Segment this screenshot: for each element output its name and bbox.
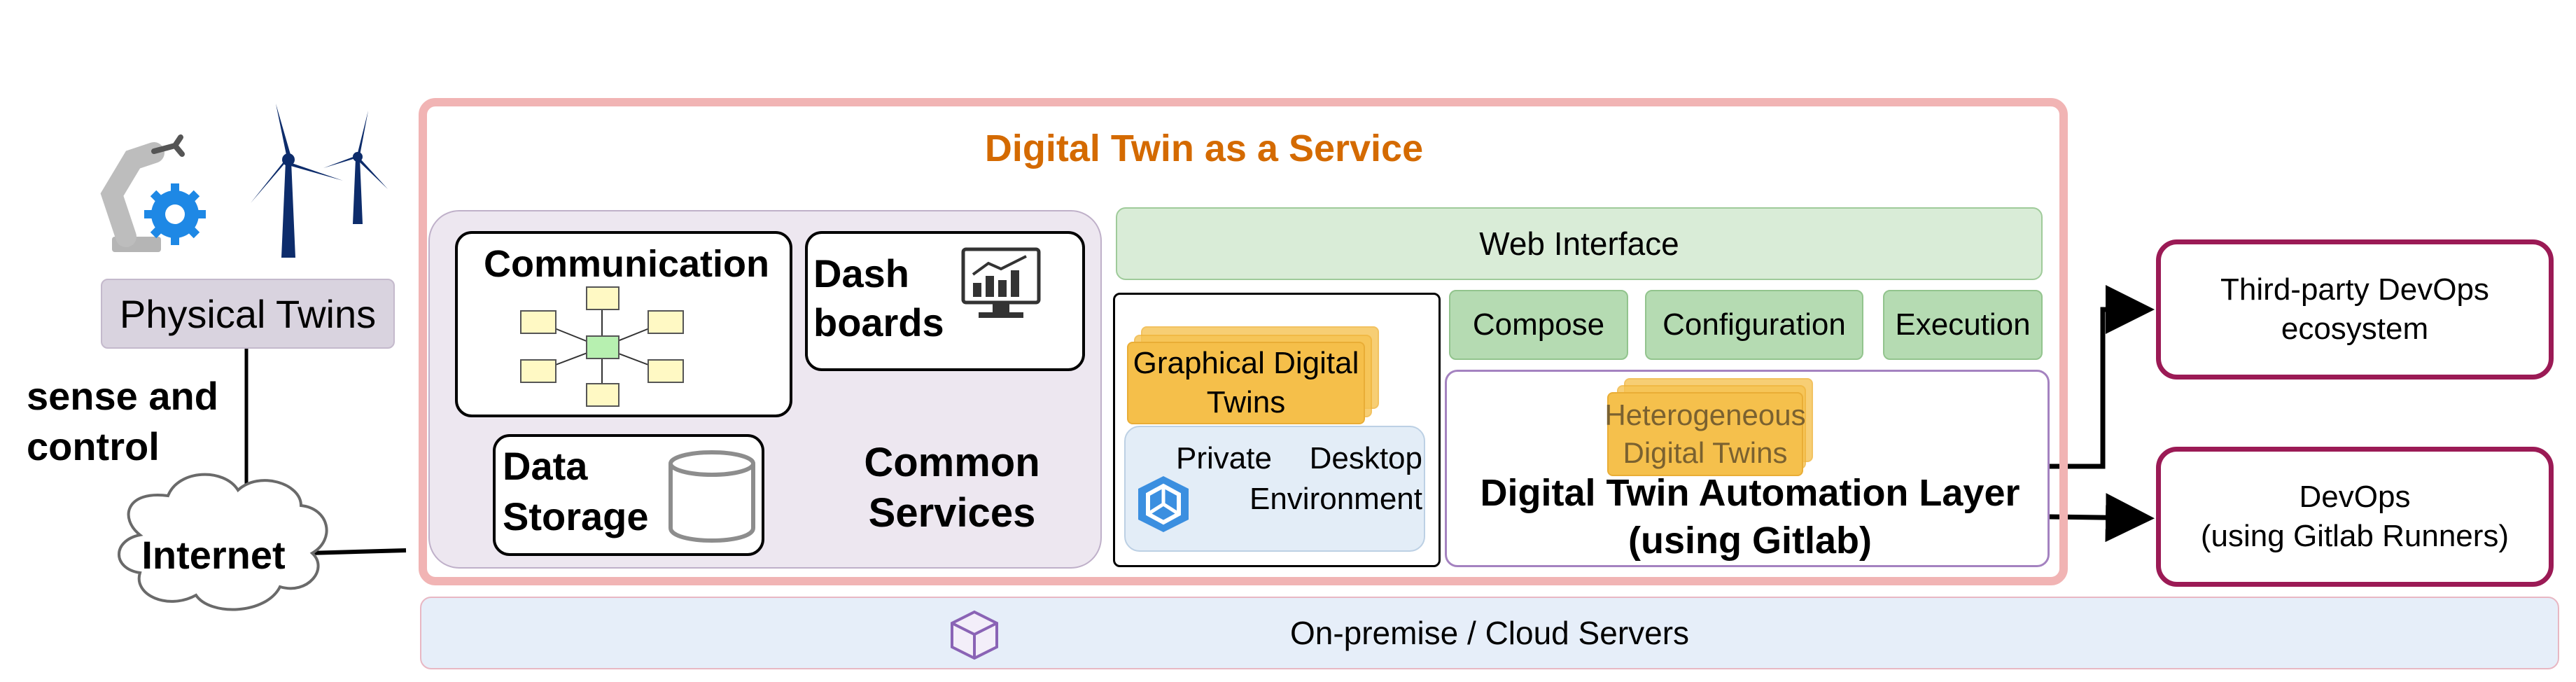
compose-chip: Compose: [1449, 290, 1628, 360]
robot-arm-icon: [100, 134, 206, 252]
arrow-to-third-party: [2050, 285, 2155, 469]
internet-service-link: [307, 548, 407, 555]
cube-icon: [951, 610, 998, 660]
execution-chip: Execution: [1883, 290, 2043, 360]
boards-line: boards: [813, 300, 944, 345]
het-line-2: Digital Twins: [1623, 436, 1788, 469]
gdt-line-2: Twins: [1206, 385, 1286, 419]
kubernetes-hex-icon: [1138, 476, 1189, 532]
web-interface-bar: Web Interface: [1116, 207, 2043, 280]
internet-label: Internet: [141, 532, 286, 577]
sense-line: sense and: [27, 374, 218, 418]
database-cylinder-icon: [668, 450, 755, 543]
devops-runners-box: DevOps (using Gitlab Runners): [2156, 447, 2554, 587]
storage-line: Storage: [503, 494, 649, 538]
dash-line: Dash: [813, 251, 909, 295]
dashboard-monitor-icon: [961, 247, 1041, 318]
common-services-label: Common Services: [847, 436, 1057, 541]
graphical-digital-twins-note: Graphical Digital Twins: [1127, 342, 1365, 424]
communication-label: Communication: [483, 243, 769, 285]
servers-bar: On-premise / Cloud Servers: [420, 597, 2559, 669]
network-graph-icon: [520, 286, 684, 407]
gdt-line-1: Graphical Digital: [1133, 346, 1359, 380]
automation-layer-label: Digital Twin Automation Layer (using Git…: [1456, 468, 2044, 566]
third-party-line-1: Third-party DevOps: [2220, 272, 2489, 307]
services-line: Services: [868, 490, 1036, 536]
private-desktop-label: Private Desktop Environment: [1176, 438, 1422, 536]
third-party-devops-box: Third-party DevOps ecosystem: [2156, 239, 2554, 380]
automation-line-1: Digital Twin Automation Layer: [1480, 472, 2020, 514]
sense-and-control-label: sense and control: [27, 371, 251, 476]
automation-line-2: (using Gitlab): [1628, 520, 1872, 562]
third-party-line-2: ecosystem: [2281, 312, 2429, 346]
control-line: control: [27, 424, 160, 468]
physical-twins-label: Physical Twins: [101, 279, 395, 349]
communication-box: [455, 231, 792, 417]
data-storage-label: Data Storage: [503, 441, 678, 546]
devops-line-1: DevOps: [2299, 480, 2411, 514]
configuration-chip: Configuration: [1645, 290, 1863, 360]
wind-turbine-icon: [251, 104, 388, 258]
dtaas-frame: [419, 98, 2068, 585]
het-line-1: Heterogeneous: [1604, 398, 1806, 431]
pde-line-2: Environment: [1249, 482, 1422, 516]
heterogeneous-twins-note: Heterogeneous Digital Twins: [1604, 392, 1806, 476]
devops-line-2: (using Gitlab Runners): [2200, 519, 2510, 553]
pde-line-1: Private Desktop: [1176, 441, 1422, 475]
common-line: Common: [864, 440, 1040, 485]
dtaas-title: Digital Twin as a Service: [984, 127, 1424, 169]
internet-cloud-shape: [118, 473, 328, 611]
data-line: Data: [503, 444, 588, 488]
dashboards-label: Dash boards: [813, 249, 953, 347]
